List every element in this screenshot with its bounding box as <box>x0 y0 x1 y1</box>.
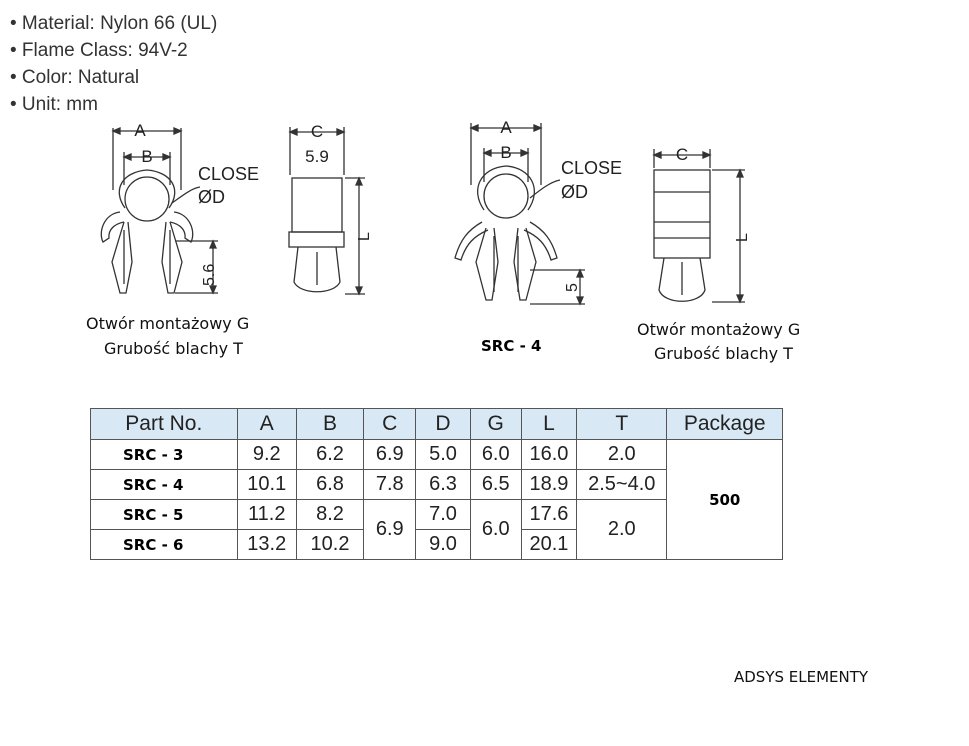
label-l-left: L <box>356 232 373 241</box>
label-c-left: C <box>311 122 323 141</box>
cell-d: 7.0 <box>415 499 471 530</box>
label-l-right: L <box>734 233 751 242</box>
spec-unit: • Unit: mm <box>10 94 98 115</box>
cell-d: 5.0 <box>415 439 471 470</box>
label-od-left: ØD <box>198 187 225 207</box>
cell-t: 2.5~4.0 <box>576 469 668 500</box>
clip-front-view-right <box>454 123 585 306</box>
cell-c: 6.9 <box>363 439 417 470</box>
caption-right-thickness: Grubość blachy T <box>654 344 793 363</box>
label-height-left: 5.6 <box>201 264 218 286</box>
clip-side-view-right <box>652 149 745 304</box>
spec-list: • Material: Nylon 66 (UL) • Flame Class:… <box>10 10 217 118</box>
cell-a: 11.2 <box>236 499 297 530</box>
brand-footer: ADSYS ELEMENTY <box>734 668 869 686</box>
label-b-right: B <box>500 143 511 162</box>
spec-color: • Color: Natural <box>10 67 140 88</box>
header-package: Package <box>666 408 783 440</box>
cell-d: 9.0 <box>415 529 471 560</box>
header-g: G <box>469 408 522 440</box>
cell-l: 17.6 <box>520 499 578 530</box>
label-height-right: 5 <box>564 283 581 292</box>
table-row: SRC - 3 9.2 6.2 6.9 5.0 6.0 16.0 2.0 500 <box>90 439 783 560</box>
cell-c: 7.8 <box>363 469 417 500</box>
label-close-left: CLOSE <box>198 164 259 184</box>
label-close-right: CLOSE <box>561 158 622 178</box>
cell-t: 2.0 <box>576 499 668 560</box>
cell-part: SRC - 6 <box>90 529 238 560</box>
dimensions-table: Part No. A B C D G L T Package SRC - 3 9… <box>90 408 783 560</box>
table-header-row: Part No. A B C D G L T Package <box>90 408 783 440</box>
cell-a: 13.2 <box>236 529 297 560</box>
header-c: C <box>363 408 417 440</box>
label-a-right: A <box>500 118 512 137</box>
header-part-no: Part No. <box>90 408 238 440</box>
cell-a: 9.2 <box>236 439 297 470</box>
cell-g: 6.5 <box>469 469 522 500</box>
clip-front-view-left <box>100 127 218 295</box>
header-d: D <box>415 408 471 440</box>
cell-l: 20.1 <box>520 529 578 560</box>
cell-l: 18.9 <box>520 469 578 500</box>
header-t: T <box>576 408 668 440</box>
cell-g: 6.0 <box>469 439 522 470</box>
cell-b: 6.2 <box>295 439 365 470</box>
cell-b: 8.2 <box>295 499 365 530</box>
cell-b: 10.2 <box>295 529 365 560</box>
cell-part: SRC - 5 <box>90 499 238 530</box>
table-row: SRC - 4 10.1 6.8 7.8 6.3 6.5 18.9 2.5~4.… <box>90 469 783 500</box>
label-a-left: A <box>134 121 146 140</box>
cell-part: SRC - 3 <box>90 439 238 470</box>
label-od-right: ØD <box>561 182 588 202</box>
spec-material: • Material: Nylon 66 (UL) <box>10 13 218 34</box>
cell-package: 500 <box>666 439 783 560</box>
cell-b: 6.8 <box>295 469 365 500</box>
cell-part: SRC - 4 <box>90 469 238 500</box>
label-c-right: C <box>676 145 688 164</box>
cell-l: 16.0 <box>520 439 578 470</box>
cell-d: 6.3 <box>415 469 471 500</box>
caption-left-hole: Otwór montażowy G <box>86 314 250 333</box>
technical-drawings: A B CLOSE ØD 5.6 C 5.9 L <box>100 118 751 306</box>
header-l: L <box>520 408 578 440</box>
clip-side-view-left <box>288 127 365 296</box>
caption-right-hole: Otwór montażowy G <box>637 320 801 339</box>
header-b: B <box>295 408 365 440</box>
label-c-value: 5.9 <box>305 147 329 166</box>
cell-c: 6.9 <box>363 499 417 560</box>
cell-a: 10.1 <box>236 469 297 500</box>
header-a: A <box>236 408 297 440</box>
caption-left-thickness: Grubość blachy T <box>104 339 243 358</box>
model-label: SRC - 4 <box>481 337 542 355</box>
cell-t: 2.0 <box>576 439 668 470</box>
spec-flame-class: • Flame Class: 94V-2 <box>10 40 188 61</box>
label-b-left: B <box>141 147 152 166</box>
cell-g: 6.0 <box>469 499 522 560</box>
table-row: SRC - 6 13.2 10.2 9.0 20.1 <box>90 529 783 560</box>
